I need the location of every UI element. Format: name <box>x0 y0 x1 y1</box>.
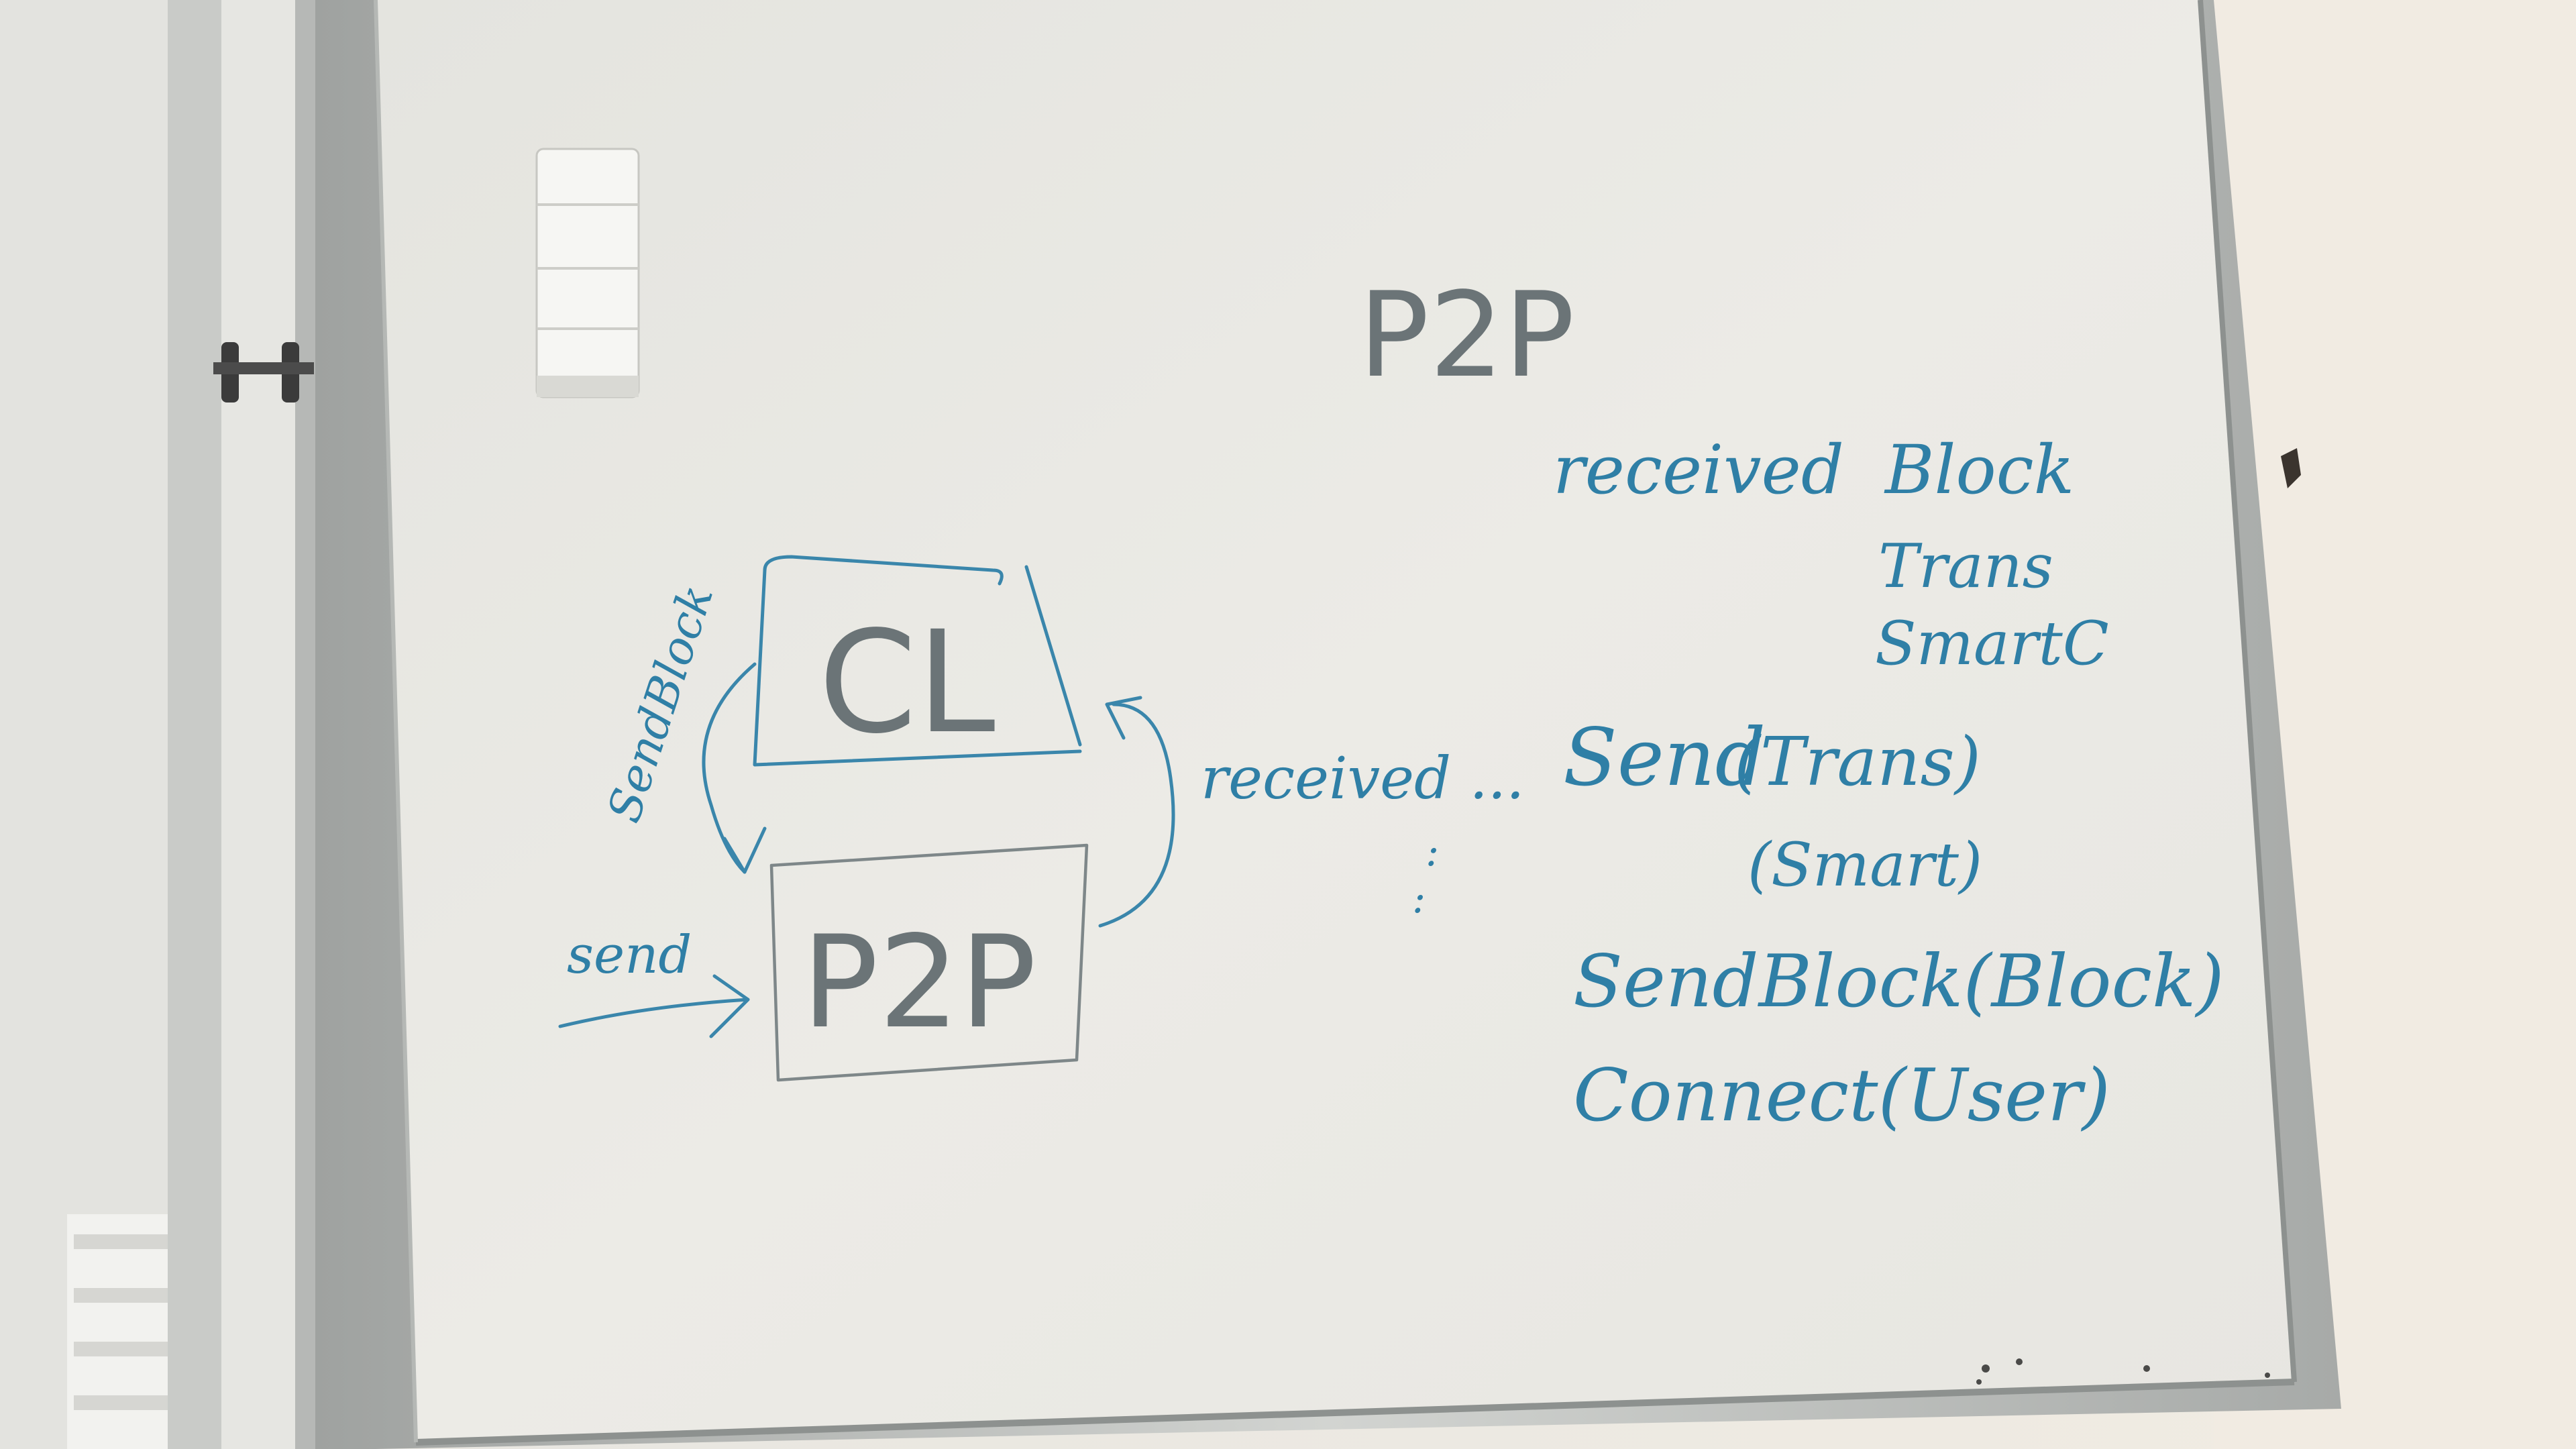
send-arrowhead-icon <box>709 974 750 1038</box>
left-door-frame <box>168 0 221 1449</box>
received-item-trans: Trans <box>1878 531 2053 602</box>
p2p-box <box>769 843 1089 1082</box>
left-door-edge <box>295 0 315 1449</box>
door-hinge-icon <box>213 342 314 402</box>
cl-box-top-edge <box>763 555 1004 586</box>
ellipsis-dots-1: : <box>1426 828 1439 875</box>
received-item-block: Block <box>1884 431 2074 509</box>
whiteboard-surface <box>376 0 2294 1442</box>
frame-left-edge <box>374 0 418 1443</box>
board-clip-icon <box>2281 448 2301 488</box>
received-arrow <box>1098 702 1175 928</box>
left-panel <box>0 0 168 1449</box>
connect-method: Connect(User) <box>1573 1054 2110 1138</box>
p2p-box-label: P2P <box>802 908 1036 1057</box>
received-arrowhead-icon <box>1105 696 1142 740</box>
received-label: received ... <box>1201 745 1524 812</box>
sendblock-arrowhead-icon <box>722 826 767 874</box>
sendblock-arrow <box>702 662 757 874</box>
sendblock-method: SendBlock(Block) <box>1573 940 2224 1024</box>
send-arg-smart: (Smart) <box>1748 830 1982 900</box>
send-method: Send <box>1563 711 1766 804</box>
send-arg-trans: (Trans) <box>1734 722 1981 801</box>
send-arrow <box>558 998 750 1028</box>
received-item-smartc: SmartC <box>1875 608 2109 679</box>
cl-box-bottom-edge <box>753 568 1082 767</box>
frame-bottom-edge <box>415 1379 2295 1446</box>
cl-box-label: CL <box>818 600 996 765</box>
eraser-icon <box>535 148 640 398</box>
wall-vent <box>67 1214 168 1449</box>
received-heading: received <box>1553 431 1844 509</box>
ellipsis-dots-2: : <box>1412 875 1426 922</box>
cl-box-right-edge <box>1024 565 1082 747</box>
board-title: P2P <box>1358 268 1574 404</box>
frame-right-edge <box>2198 0 2297 1383</box>
send-label: send <box>567 925 692 985</box>
board-smudge <box>1976 1358 2270 1385</box>
